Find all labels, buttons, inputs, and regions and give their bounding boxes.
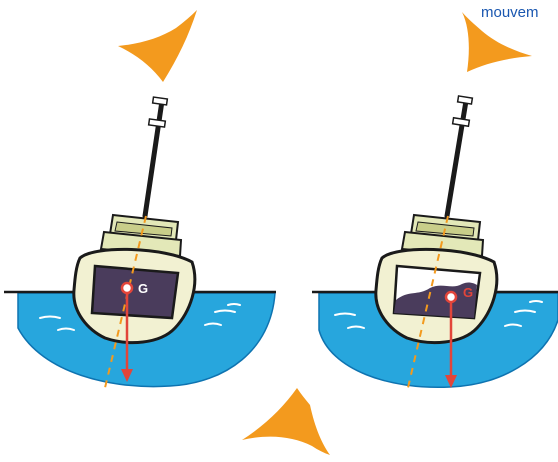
left-gravity-center — [122, 283, 132, 293]
right-gravity-label: G — [463, 285, 473, 300]
movement-caption: mouvem — [481, 4, 539, 21]
left-gravity-label: G — [138, 281, 148, 296]
left-mast — [145, 97, 167, 216]
left-boat-figure: G — [4, 97, 276, 392]
bottom-arrowhead — [242, 388, 330, 455]
top-arrowhead — [118, 10, 197, 82]
left-cargo-window — [92, 266, 178, 318]
right-mast — [447, 96, 472, 216]
right-arrowhead — [462, 12, 532, 72]
right-boat-figure: G — [312, 96, 558, 392]
right-gravity-center — [446, 292, 456, 302]
